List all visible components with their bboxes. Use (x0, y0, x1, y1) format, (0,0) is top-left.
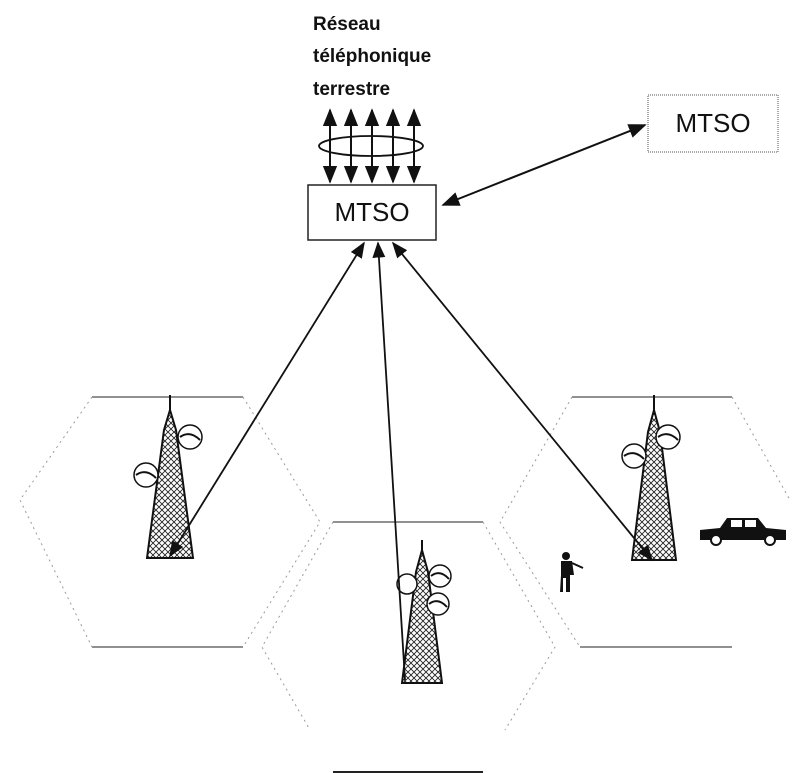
mtso-remote-label: MTSO (675, 108, 750, 138)
network-label-line2: téléphonique (313, 46, 431, 67)
tower-icon (134, 395, 202, 558)
link-center (378, 243, 405, 680)
link-left (170, 243, 364, 556)
mtso-main-label: MTSO (334, 197, 409, 227)
car-icon (700, 518, 786, 545)
tower-icon (397, 540, 451, 683)
network-label-line3: terrestre (313, 79, 390, 100)
mtso-main: MTSO (308, 185, 436, 240)
inter-mtso-link (443, 125, 645, 205)
network-label-line1: Réseau (313, 14, 381, 35)
link-right (393, 243, 652, 560)
trunk-lines (330, 110, 414, 182)
person-icon (560, 552, 583, 592)
mtso-remote: MTSO (648, 95, 778, 152)
